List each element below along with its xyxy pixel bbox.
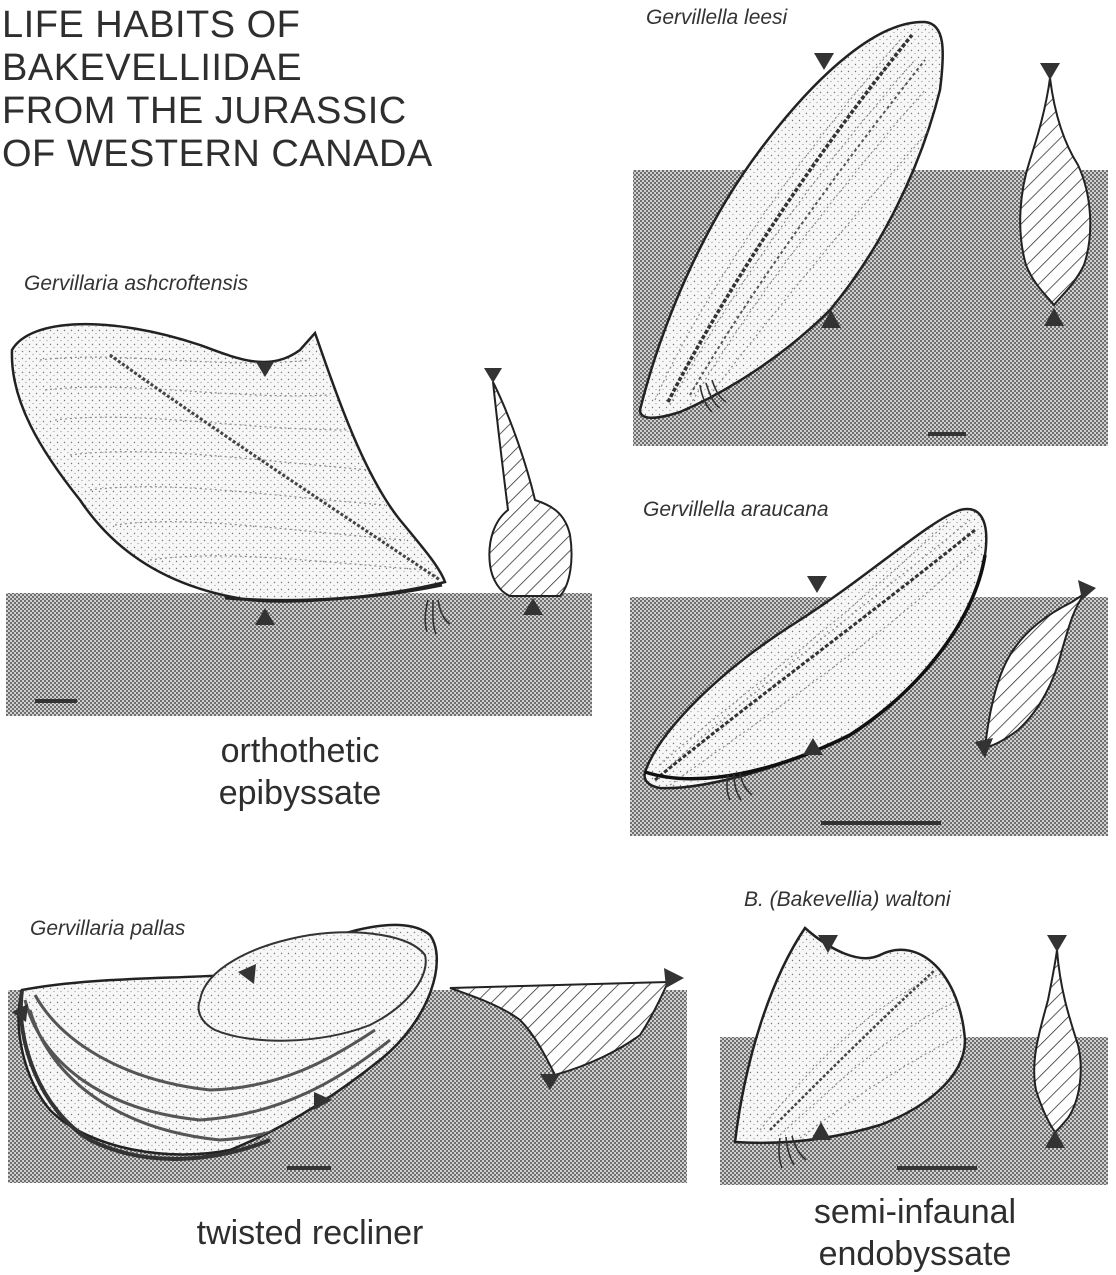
habit-line: semi-infaunal (780, 1191, 1050, 1233)
title-line: BAKEVELLIIDAE (2, 47, 433, 90)
title-line: FROM THE JURASSIC (2, 90, 433, 133)
scale-bar (928, 432, 966, 436)
shell-drawing (12, 324, 445, 601)
species-label-waltoni: B. (Bakevellia) waltoni (744, 888, 951, 912)
page-title: LIFE HABITS OF BAKEVELLIIDAE FROM THE JU… (2, 4, 433, 176)
species-label-pallas: Gervillaria pallas (30, 917, 185, 941)
panel-ashcroftensis (6, 324, 592, 716)
panel-araucana (630, 509, 1108, 836)
marker-down-icon (1047, 935, 1067, 952)
habit-caption-twisted-recliner: twisted recliner (150, 1212, 470, 1254)
marker-down-icon (807, 576, 827, 593)
sediment-block (6, 593, 592, 716)
marker-down-icon (814, 53, 834, 70)
panel-waltoni (720, 928, 1108, 1185)
habit-caption-semi-infaunal-endobyssate: semi-infaunal endobyssate (780, 1191, 1050, 1275)
scale-bar (35, 699, 77, 703)
habit-line: twisted recliner (150, 1212, 470, 1254)
marker-right-icon (664, 968, 684, 988)
species-label-leesi: Gervillella leesi (646, 6, 787, 30)
habit-caption-orthothetic-epibyssate: orthothetic epibyssate (180, 730, 420, 814)
habit-line: epibyssate (180, 772, 420, 814)
habit-line: endobyssate (780, 1233, 1050, 1275)
cross-section-profile (484, 368, 572, 615)
marker-down-icon (484, 368, 502, 383)
scale-bar (287, 1166, 331, 1170)
panel-leesi (633, 22, 1108, 446)
title-line: LIFE HABITS OF (2, 4, 433, 47)
habit-line: orthothetic (180, 730, 420, 772)
title-line: OF WESTERN CANADA (2, 133, 433, 176)
marker-down-icon (1040, 63, 1060, 80)
scale-bar (897, 1166, 977, 1170)
species-label-ashcroftensis: Gervillaria ashcroftensis (24, 272, 248, 296)
species-label-araucana: Gervillella araucana (643, 498, 829, 522)
panel-pallas (8, 925, 687, 1183)
scale-bar (821, 821, 941, 825)
